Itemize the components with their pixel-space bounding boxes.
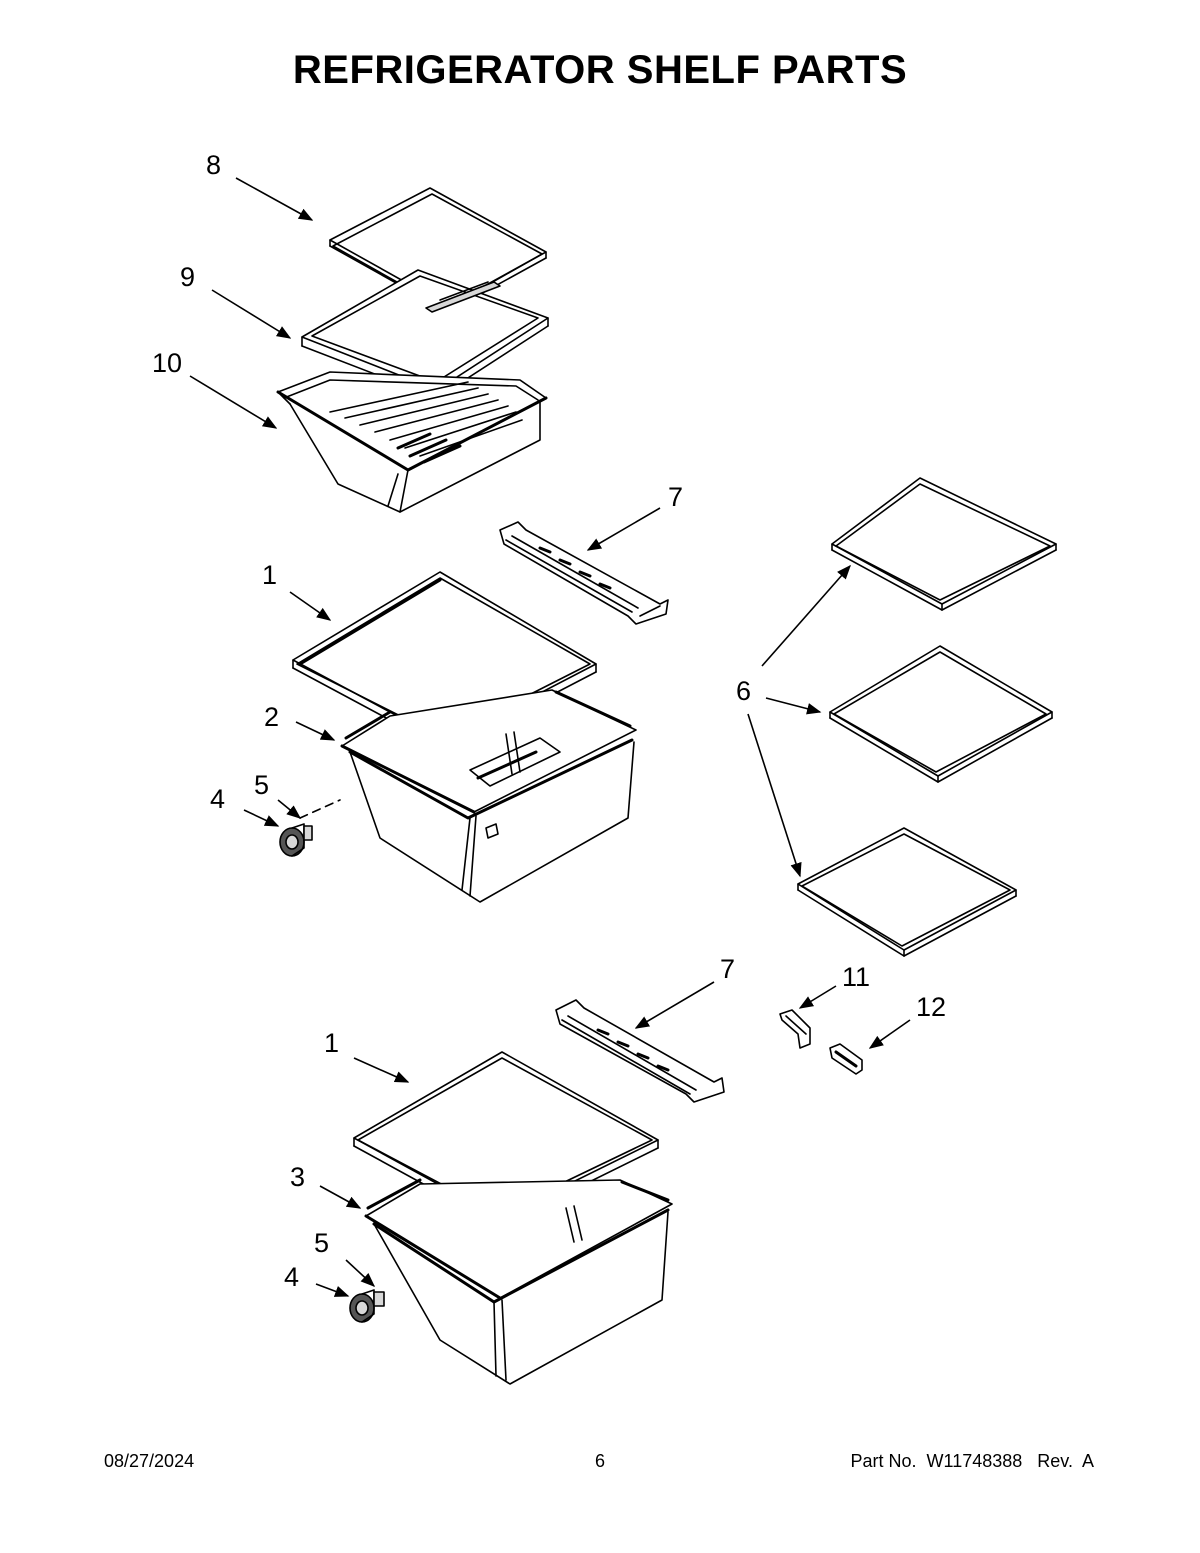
leader-4-lower — [315, 1283, 350, 1297]
callout-3: 3 — [290, 1162, 305, 1192]
leader-7-upper — [586, 507, 661, 551]
callout-7-lower: 7 — [720, 954, 735, 984]
callout-5-upper: 5 — [254, 770, 269, 800]
callout-5-lower: 5 — [314, 1228, 329, 1258]
part-3-lower-drawer — [364, 1178, 673, 1385]
callout-4-lower: 4 — [284, 1262, 299, 1292]
part-2-crisper-drawer — [299, 689, 637, 903]
leader-10 — [189, 375, 278, 429]
leader-9 — [211, 289, 292, 339]
leader-2 — [295, 721, 336, 741]
leader-8 — [235, 177, 314, 221]
leader-11 — [798, 985, 837, 1009]
leader-5-lower — [345, 1259, 376, 1287]
footer-part-number: Part No. W11748388 Rev. A — [850, 1451, 1094, 1471]
part-6-glass-shelf-middle — [829, 645, 1053, 783]
callout-7-upper: 7 — [668, 482, 683, 512]
part-4-upper-drawer-roller — [279, 823, 305, 857]
part-6-glass-shelf-bottom — [797, 827, 1017, 957]
leader-lines — [189, 177, 911, 1297]
page-title: REFRIGERATOR SHELF PARTS — [292, 48, 908, 92]
leader-6-bottom — [747, 713, 802, 878]
leader-7-lower — [634, 981, 715, 1029]
part-7-upper-shelf-rail — [499, 521, 669, 625]
part-12-shelf-clip — [829, 1043, 863, 1075]
leader-4-upper — [243, 809, 280, 827]
part-10-crisper-drawer-top — [276, 371, 548, 513]
part-5-upper-roller-axle — [303, 825, 313, 841]
callout-9: 9 — [180, 262, 195, 292]
part-6-glass-shelf-top — [831, 477, 1057, 611]
footer-page-number: 6 — [594, 1451, 605, 1471]
leader-1-lower — [353, 1057, 410, 1083]
part-7-lower-shelf-rail — [555, 999, 725, 1103]
part-5-lower-roller-axle — [373, 1291, 385, 1307]
leader-12 — [868, 1019, 911, 1049]
leader-1-upper — [289, 591, 332, 621]
leader-3 — [319, 1185, 362, 1209]
leader-6-top — [761, 564, 851, 667]
callout-1-lower: 1 — [324, 1028, 339, 1058]
callout-8: 8 — [206, 150, 221, 180]
part-4-lower-drawer-roller — [349, 1289, 375, 1323]
callout-4-upper: 4 — [210, 784, 225, 814]
footer-date: 08/27/2024 — [104, 1451, 195, 1471]
leader-5-upper — [277, 799, 302, 819]
part-8-crisper-cover-glass — [329, 187, 547, 313]
leader-6-middle — [765, 697, 822, 715]
callout-10: 10 — [152, 348, 182, 378]
part-11-shelf-clip — [779, 1009, 811, 1049]
callout-2: 2 — [264, 702, 279, 732]
callout-11: 11 — [842, 962, 870, 992]
callout-6: 6 — [736, 676, 751, 706]
callout-12: 12 — [916, 992, 946, 1022]
callout-1-upper: 1 — [262, 560, 277, 590]
